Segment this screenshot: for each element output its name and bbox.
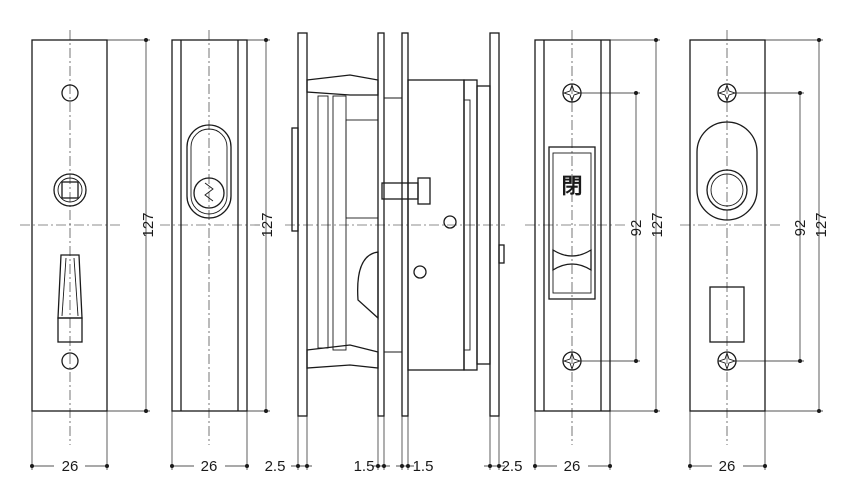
view-front-plate-thumbturn [20,30,120,445]
dim-width-view2: 26 [170,411,249,475]
cylinder-escutcheon [186,124,232,219]
latch-opening [709,286,745,343]
view-cylinder-plate [160,30,260,445]
dim-label-127: 127 [140,212,157,237]
thumb-turn [53,173,87,207]
dim-height-view1: 127 [107,38,157,413]
dim-label-127: 127 [813,212,830,237]
screw-hole-top [61,84,79,102]
dim-height-view5: 92 127 [736,38,830,413]
dim-label-92: 92 [792,220,809,237]
dim-label-26: 26 [564,458,581,475]
dim-label-26: 26 [201,458,218,475]
dim-label-2.5-right: 2.5 [502,458,523,475]
dim-label-26: 26 [719,458,736,475]
screw-hole-bottom [61,352,79,370]
dim-offsets-section: 2.5 1.5 1.5 2.5 [265,416,523,475]
dim-width-view1: 26 [30,411,109,475]
lock-indicator-window: 閉 [548,146,596,300]
key-cylinder [193,177,225,209]
dim-width-view5: 26 [688,411,767,475]
dim-height-view4: 92 127 [581,38,666,413]
dim-label-1.5-left: 1.5 [354,458,375,475]
dim-label-92: 92 [628,220,645,237]
latch-lever [57,254,83,343]
view-indicator-plate: 閉 [525,30,625,445]
indicator-text: 閉 [562,174,583,198]
dim-label-127: 127 [649,212,666,237]
view-side-section [285,32,505,417]
dim-label-1.5-right: 1.5 [413,458,434,475]
dim-label-127: 127 [259,212,276,237]
cylinder-opening [696,121,758,221]
dim-label-26: 26 [62,458,79,475]
dim-width-view4: 26 [533,411,612,475]
view-strike-plate [680,30,780,445]
dim-height-view2: 127 [247,38,276,413]
dim-label-2.5-left: 2.5 [265,458,286,475]
